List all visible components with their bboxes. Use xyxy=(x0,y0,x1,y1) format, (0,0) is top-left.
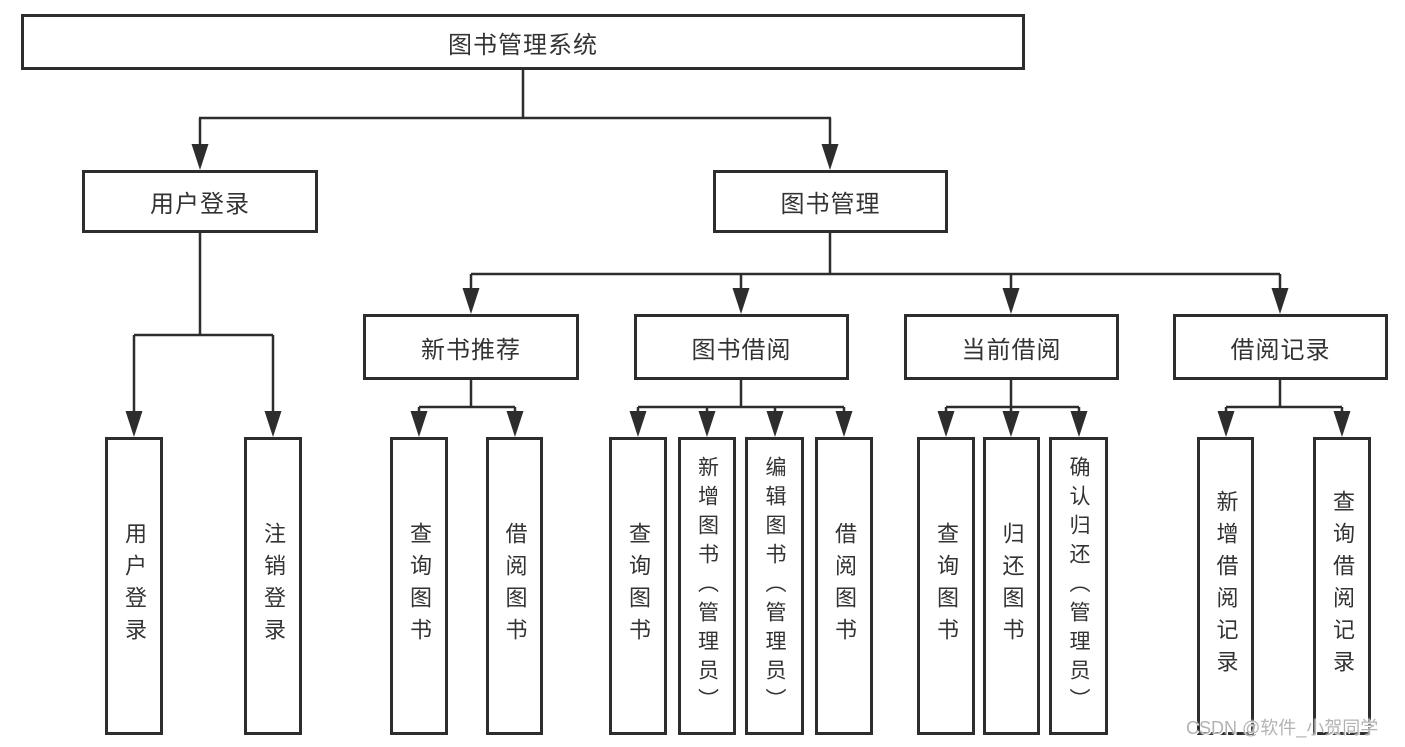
node-label: 新增图书（管理员） xyxy=(695,455,719,717)
node-borrow-record: 借阅记录 xyxy=(1173,314,1388,380)
node-label: 新书推荐 xyxy=(421,336,521,364)
node-book-management-module: 图书管理 xyxy=(713,170,948,233)
leaf-borrow-borrow-book: 借阅图书 xyxy=(815,437,873,735)
node-label: 图书管理 xyxy=(780,191,881,218)
node-book-borrow: 图书借阅 xyxy=(634,314,849,380)
connector-new-book-recommend-to-leaves xyxy=(417,380,517,418)
arrow-down-icon xyxy=(191,144,209,170)
node-label: 借阅图书 xyxy=(502,522,528,650)
arrow-down-icon xyxy=(410,411,428,437)
node-label: 确认归还（管理员） xyxy=(1067,455,1090,717)
arrow-down-icon xyxy=(264,411,282,437)
leaf-recommend-borrow-book: 借阅图书 xyxy=(486,437,543,735)
node-label: 图书管理系统 xyxy=(448,31,598,59)
arrow-down-icon xyxy=(698,411,716,437)
arrow-down-icon xyxy=(766,411,784,437)
leaf-current-query-book: 查询图书 xyxy=(917,437,975,735)
node-label: 新增借阅记录 xyxy=(1213,490,1239,682)
node-label: 查询图书 xyxy=(626,522,651,650)
leaf-record-query: 查询借阅记录 xyxy=(1313,437,1371,735)
leaf-user-login: 用户登录 xyxy=(105,437,163,735)
connector-user-login-to-leaves xyxy=(132,233,275,418)
connector-borrow-record-to-leaves xyxy=(1224,380,1344,418)
node-label: 借阅记录 xyxy=(1230,336,1331,364)
node-label: 借阅图书 xyxy=(832,522,857,650)
node-label: 用户登录 xyxy=(122,522,147,650)
node-label: 图书借阅 xyxy=(691,336,792,364)
connector-book-management-to-level3 xyxy=(469,233,1282,296)
arrow-down-icon xyxy=(732,288,750,314)
node-label: 当前借阅 xyxy=(961,336,1062,364)
arrow-down-icon xyxy=(1070,411,1088,437)
connector-root-to-level2 xyxy=(198,70,832,152)
node-label: 用户登录 xyxy=(150,191,250,218)
csdn-watermark: CSDN @软件_小贺同学 xyxy=(1186,718,1379,738)
node-label: 查询图书 xyxy=(407,522,432,650)
leaf-borrow-add-book-admin: 新增图书（管理员） xyxy=(678,437,736,735)
leaf-recommend-query-book: 查询图书 xyxy=(390,437,448,735)
arrow-down-icon xyxy=(937,411,955,437)
arrow-down-icon xyxy=(1002,288,1020,314)
arrow-down-icon xyxy=(629,411,647,437)
node-label: 查询借阅记录 xyxy=(1330,490,1355,682)
node-label: 注销登录 xyxy=(261,522,286,650)
leaf-borrow-edit-book-admin: 编辑图书（管理员） xyxy=(745,437,804,735)
arrow-down-icon xyxy=(1271,288,1289,314)
node-new-book-recommend: 新书推荐 xyxy=(363,314,579,380)
arrow-down-icon xyxy=(506,411,524,437)
arrow-heads xyxy=(125,144,1351,437)
arrow-down-icon xyxy=(1217,411,1235,437)
node-user-login-module: 用户登录 xyxy=(82,170,318,233)
connector-book-borrow-to-leaves xyxy=(636,380,846,418)
node-current-borrow: 当前借阅 xyxy=(904,314,1119,380)
arrow-down-icon xyxy=(1002,411,1020,437)
node-library-management-system: 图书管理系统 xyxy=(21,14,1025,70)
leaf-borrow-query-book: 查询图书 xyxy=(609,437,667,735)
arrow-down-icon xyxy=(835,411,853,437)
arrow-down-icon xyxy=(125,411,143,437)
node-label: 编辑图书（管理员） xyxy=(763,455,786,717)
leaf-record-add: 新增借阅记录 xyxy=(1197,437,1254,735)
leaf-logout: 注销登录 xyxy=(244,437,302,735)
node-label: 查询图书 xyxy=(934,522,959,650)
leaf-current-confirm-return-admin: 确认归还（管理员） xyxy=(1049,437,1108,735)
arrow-down-icon xyxy=(1333,411,1351,437)
leaf-current-return-book: 归还图书 xyxy=(983,437,1040,735)
node-label: 归还图书 xyxy=(999,522,1025,650)
arrow-down-icon xyxy=(821,144,839,170)
arrow-down-icon xyxy=(462,288,480,314)
